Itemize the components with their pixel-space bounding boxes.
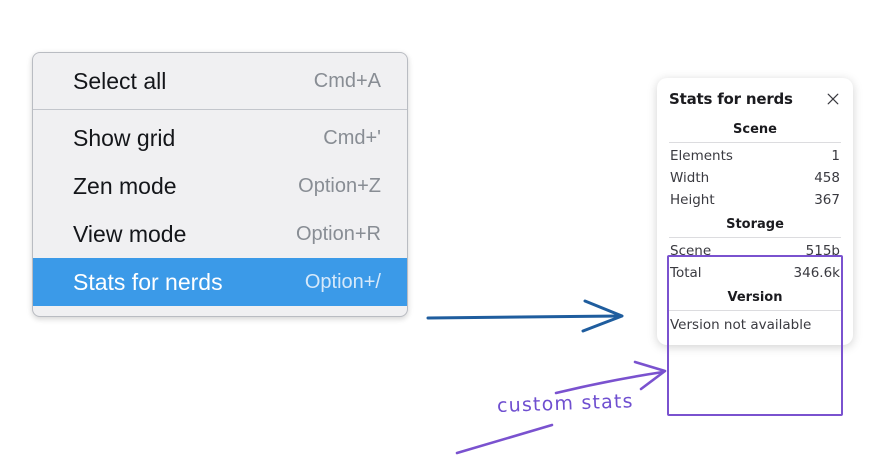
blue-arrow [426,299,624,333]
menu-item-label: View mode [73,220,187,247]
section-rule [669,237,841,238]
version-note: Version not available [670,317,812,333]
menu-group-2: Show grid Cmd+' Zen mode Option+Z View m… [33,114,407,306]
stat-key: Scene [670,243,712,259]
stat-row-height: Height 367 [669,189,841,211]
stat-value: 346.6k [793,265,840,281]
menu-item-label: Select all [73,67,167,94]
menu-item-shortcut: Cmd+A [313,70,381,92]
close-icon[interactable] [825,91,841,107]
menu-separator [33,109,407,110]
menu-item-label: Show grid [73,124,176,151]
stat-value: 458 [814,170,840,186]
menu-item-stats-for-nerds[interactable]: Stats for nerds Option+/ [33,258,407,306]
stat-key: Height [670,192,715,208]
stat-row-storage-scene: Scene 515b [669,240,841,262]
section-rule [669,310,841,311]
menu-item-select-all[interactable]: Select all Cmd+A [33,57,407,105]
stat-key: Total [670,265,702,281]
stat-row-width: Width 458 [669,167,841,189]
section-rule [669,142,841,143]
stats-for-nerds-panel: Stats for nerds Scene Elements 1 Width 4… [657,78,853,345]
menu-item-label: Zen mode [73,172,177,199]
purple-underline-stroke [455,423,554,455]
section-title-version: Version [727,290,783,305]
menu-item-shortcut: Cmd+' [323,127,381,149]
stat-key: Elements [670,148,733,164]
context-menu[interactable]: Select all Cmd+A Show grid Cmd+' Zen mod… [32,52,408,317]
stat-value: 367 [814,192,840,208]
section-title-storage: Storage [726,217,784,232]
menu-item-shortcut: Option+Z [298,175,381,197]
custom-stats-callout-label: custom stats [496,390,635,417]
stat-row-elements: Elements 1 [669,145,841,167]
stats-panel-header: Stats for nerds [669,88,841,116]
menu-group-1: Select all Cmd+A [33,57,407,105]
menu-item-label: Stats for nerds [73,268,223,295]
purple-callout-arrow [554,360,667,395]
menu-item-view-mode[interactable]: View mode Option+R [33,210,407,258]
stat-value: 1 [831,148,840,164]
stat-row-storage-total: Total 346.6k [669,262,841,284]
menu-item-show-grid[interactable]: Show grid Cmd+' [33,114,407,162]
menu-item-zen-mode[interactable]: Zen mode Option+Z [33,162,407,210]
menu-item-shortcut: Option+R [295,223,381,245]
section-title-scene: Scene [733,122,777,137]
menu-item-shortcut: Option+/ [304,271,381,293]
stat-value: 515b [805,243,840,259]
stats-panel-title: Stats for nerds [669,90,793,108]
stat-key: Width [670,170,710,186]
